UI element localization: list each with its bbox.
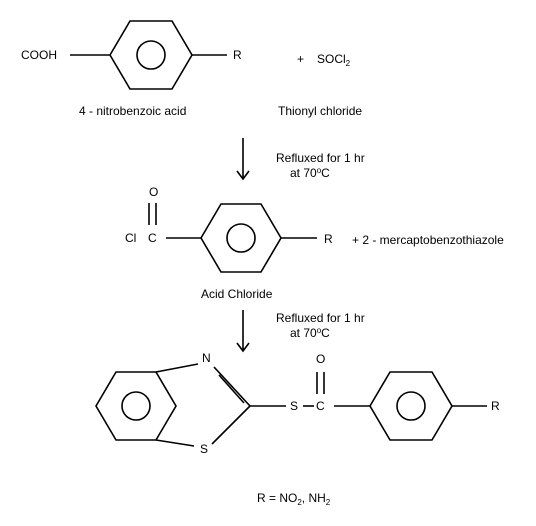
intermediate-cl-label: Cl: [125, 231, 136, 245]
step1-condition-line2: at 70oC: [290, 166, 330, 180]
step2-arrow: [236, 310, 250, 353]
intermediate-oxygen-label: O: [149, 185, 158, 199]
product-aromatic-circle-2: [396, 391, 426, 421]
step1-arrow: [236, 138, 250, 181]
reactant-cooh-label: COOH: [21, 48, 57, 62]
product-c-n-bond: [155, 363, 199, 373]
product-c-s-bond: [155, 439, 195, 447]
product-s-c-bond: [211, 405, 251, 445]
reactant-structure: COOH R: [21, 20, 242, 90]
reactant-benzene-ring: [109, 20, 193, 90]
product-nitrogen-label: N: [202, 351, 211, 365]
reagent-plus: +: [297, 52, 304, 66]
product-structure: N S S O C R: [95, 351, 500, 456]
reactant-r-label: R: [233, 48, 242, 62]
product-n-c-double-a: [213, 366, 251, 407]
coreactant-name: + 2 - mercaptobenzothiazole: [352, 233, 504, 247]
reagent-formula: SOCl2: [317, 52, 351, 68]
product-n-c-double-b: [218, 374, 245, 404]
product-aromatic-circle-1: [121, 391, 151, 421]
product-benzo-ring: [95, 371, 177, 441]
product-link-sulfur-label: S: [290, 399, 298, 413]
reagent-name: Thionyl chloride: [278, 104, 362, 118]
step2-condition-line2: at 70oC: [290, 326, 330, 340]
step2-condition-line1: Refluxed for 1 hr: [276, 311, 365, 325]
substituent-definition: R = NO2, NH2: [257, 491, 331, 507]
product-benzene-ring: [369, 371, 453, 441]
reactant-name: 4 - nitrobenzoic acid: [79, 104, 186, 118]
intermediate-structure: O Cl C R: [125, 185, 333, 273]
intermediate-name: Acid Chloride: [201, 287, 273, 301]
step1-condition-line1: Refluxed for 1 hr: [276, 151, 365, 165]
product-r-label: R: [491, 399, 500, 413]
reactant-aromatic-circle: [136, 40, 166, 70]
intermediate-r-label: R: [324, 232, 333, 246]
product-ring-sulfur-label: S: [200, 442, 208, 456]
intermediate-benzene-ring: [200, 203, 282, 273]
intermediate-carbon-label: C: [148, 231, 157, 245]
product-carbon-label: C: [316, 399, 325, 413]
product-oxygen-label: O: [316, 352, 325, 366]
intermediate-aromatic-circle: [226, 223, 256, 253]
